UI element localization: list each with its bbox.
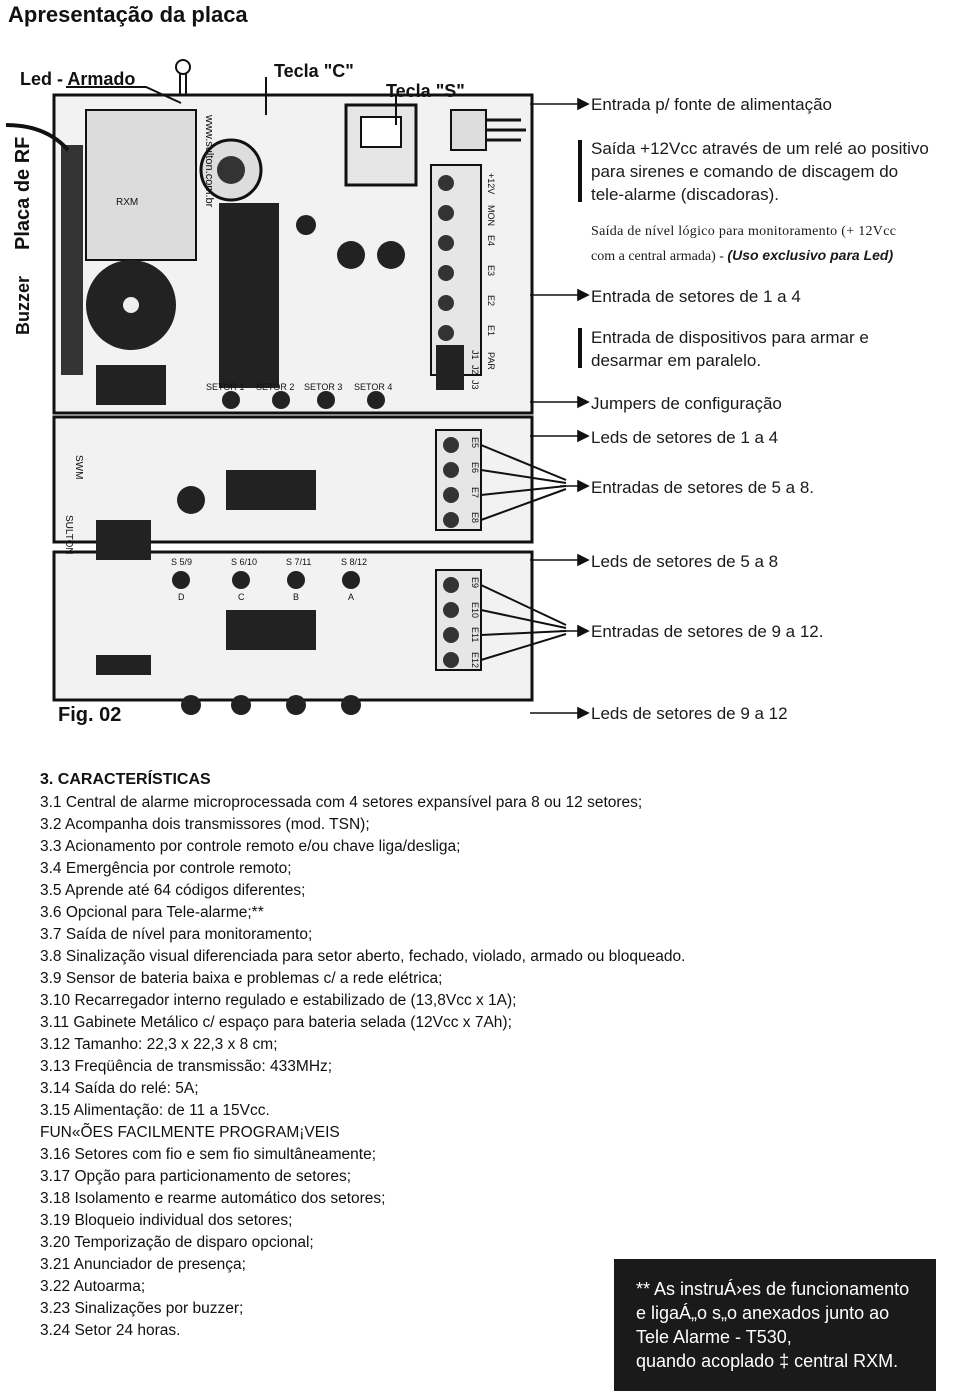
jumper-label: J2 (470, 365, 480, 375)
feature-item: 3.6 Opcional para Tele-alarme;** (40, 904, 264, 921)
feature-item: 3.8 Sinalização visual diferenciada para… (40, 948, 686, 965)
callout-arm-input: desarmar em paralelo. (591, 351, 762, 370)
setor-label: SETOR 4 (354, 382, 392, 392)
terminal-label: E3 (486, 265, 496, 276)
callout-monitor-output-note: (Uso exclusivo para Led) (727, 247, 894, 263)
callout-arm-input: Entrada de dispositivos para armar e (591, 328, 869, 347)
note-box: ** As instruÁ›es de funcionamento e liga… (614, 1259, 936, 1391)
feature-item: 3.20 Temporização de disparo opcional; (40, 1234, 314, 1251)
label-placa-rf: Placa de RF (12, 137, 34, 250)
terminal-label: +12V (486, 173, 496, 194)
terminal-label: E10 (470, 602, 480, 618)
callout-leds-5-8: Leds de setores de 5 a 8 (591, 552, 779, 571)
led-label: S 6/10 (231, 557, 257, 567)
silk-url: www.sulton.com.br (203, 114, 215, 208)
terminal-label: E4 (486, 235, 496, 246)
feature-item: 3.19 Bloqueio individual dos setores; (40, 1212, 293, 1229)
feature-item: 3.24 Setor 24 horas. (40, 1322, 181, 1339)
feature-item: 3.14 Saída do relé: 5A; (40, 1080, 199, 1097)
terminal-label: E2 (486, 295, 496, 306)
feature-item: 3.16 Setores com fio e sem fio simultâne… (40, 1146, 376, 1163)
callout-relay-output: tele-alarme (discadoras). (591, 185, 780, 204)
note-line: ** As instruÁ›es de funcionamento (636, 1279, 910, 1299)
callout-zone-input: Entrada de setores de 1 a 4 (591, 287, 801, 306)
led-label: S 8/12 (341, 557, 367, 567)
feature-subheading: FUN«ÕES FACILMENTE PROGRAM¡VEIS (40, 1124, 340, 1141)
terminal-label: E6 (470, 462, 480, 473)
terminal-label: MON (486, 205, 496, 226)
feature-item: 3.10 Recarregador interno regulado e est… (40, 992, 517, 1009)
callout-monitor-output-text: com a central armada) - (591, 249, 724, 264)
callout-zone-input: Entradas de setores de 5 a 8. (591, 478, 815, 497)
bracket-bar (578, 140, 582, 202)
led-label: S 7/11 (286, 557, 311, 567)
terminal-label: E8 (470, 512, 480, 523)
led-letter: C (238, 592, 245, 602)
terminal-label: E7 (470, 487, 480, 498)
setor-label: SETOR 3 (304, 382, 342, 392)
feature-item: 3.22 Autoarma; (40, 1278, 146, 1295)
features-list: 3.1 Central de alarme microprocessada co… (40, 792, 685, 1342)
label-tecla-c: Tecla "C" (274, 61, 354, 81)
feature-item: 3.12 Tamanho: 22,3 x 22,3 x 8 cm; (40, 1036, 278, 1053)
silk-swm: SWM (73, 455, 84, 479)
callout-leds-9-12: Leds de setores de 9 a 12 (591, 704, 788, 723)
terminal-label: E1 (486, 325, 496, 336)
feature-item: 3.18 Isolamento e rearme automático dos … (40, 1190, 386, 1207)
callout-relay-output: para sirenes e comando de discagem do (591, 162, 899, 181)
feature-item: 3.5 Aprende até 64 códigos diferentes; (40, 882, 306, 899)
feature-item: 3.15 Alimentação: de 11 a 15Vcc. (40, 1102, 270, 1119)
jumper-label: J3 (470, 380, 480, 390)
pcb-board-illustration: Led - Armado Tecla "C" Tecla "S" Placa d… (6, 59, 567, 726)
note-line: Tele Alarme - T530, (636, 1327, 792, 1347)
led-label: S 5/9 (171, 557, 192, 567)
feature-item: 3.13 Freqüência de transmissão: 433MHz; (40, 1058, 333, 1075)
figure-label: Fig. 02 (58, 704, 121, 726)
callout-monitor-output: com a central armada) - (Uso exclusivo p… (591, 244, 893, 268)
feature-item: 3.11 Gabinete Metálico c/ espaço para ba… (40, 1014, 512, 1031)
label-tecla-s: Tecla "S" (386, 81, 465, 101)
callout-monitor-output: Saída de nível lógico para monitoramento… (591, 224, 897, 239)
feature-item: 3.9 Sensor de bateria baixa e problemas … (40, 970, 443, 987)
label-buzzer: Buzzer (13, 276, 33, 335)
led-letter: A (348, 592, 354, 602)
feature-item: 3.7 Saída de nível para monitoramento; (40, 926, 313, 943)
feature-item: 3.3 Acionamento por controle remoto e/ou… (40, 838, 461, 855)
terminal-label: PAR (486, 352, 496, 370)
feature-item: 3.4 Emergência por controle remoto; (40, 860, 292, 877)
feature-item: 3.23 Sinalizações por buzzer; (40, 1300, 244, 1317)
setor-label: SETOR 1 (206, 382, 244, 392)
callout-power-input: Entrada p/ fonte de alimentação (591, 95, 832, 114)
note-line: e ligaÁ„o s„o anexados junto ao (636, 1303, 890, 1323)
features-heading: 3. CARACTERÍSTICAS (40, 771, 211, 788)
led-letter: B (293, 592, 299, 602)
silk-rxm: RXM (116, 197, 138, 208)
bracket-bar (578, 328, 582, 368)
silk-sulton: SULTON (63, 515, 74, 555)
terminal-label: E9 (470, 577, 480, 588)
callout-arrows (530, 97, 590, 720)
setor-label: SETOR 2 (256, 382, 294, 392)
feature-item: 3.2 Acompanha dois transmissores (mod. T… (40, 816, 370, 833)
feature-item: 3.21 Anunciador de presença; (40, 1256, 246, 1273)
feature-item: 3.17 Opção para particionamento de setor… (40, 1168, 352, 1185)
led-letter: D (178, 592, 185, 602)
jumper-label: J1 (470, 350, 480, 360)
label-led-armado: Led - Armado (20, 69, 135, 89)
page-title: Apresentação da placa (8, 2, 248, 27)
terminal-label: E11 (470, 627, 480, 642)
terminal-label: E5 (470, 437, 480, 448)
callout-leds-1-4: Leds de setores de 1 a 4 (591, 428, 779, 447)
callout-zone-input: Entradas de setores de 9 a 12. (591, 622, 824, 641)
note-line: quando acoplado ‡ central RXM. (636, 1351, 899, 1371)
terminal-label: E12 (470, 652, 480, 668)
feature-item: 3.1 Central de alarme microprocessada co… (40, 794, 643, 811)
callout-relay-output: Saída +12Vcc através de um relé ao posit… (591, 139, 929, 158)
callout-jumpers: Jumpers de configuração (591, 394, 782, 413)
